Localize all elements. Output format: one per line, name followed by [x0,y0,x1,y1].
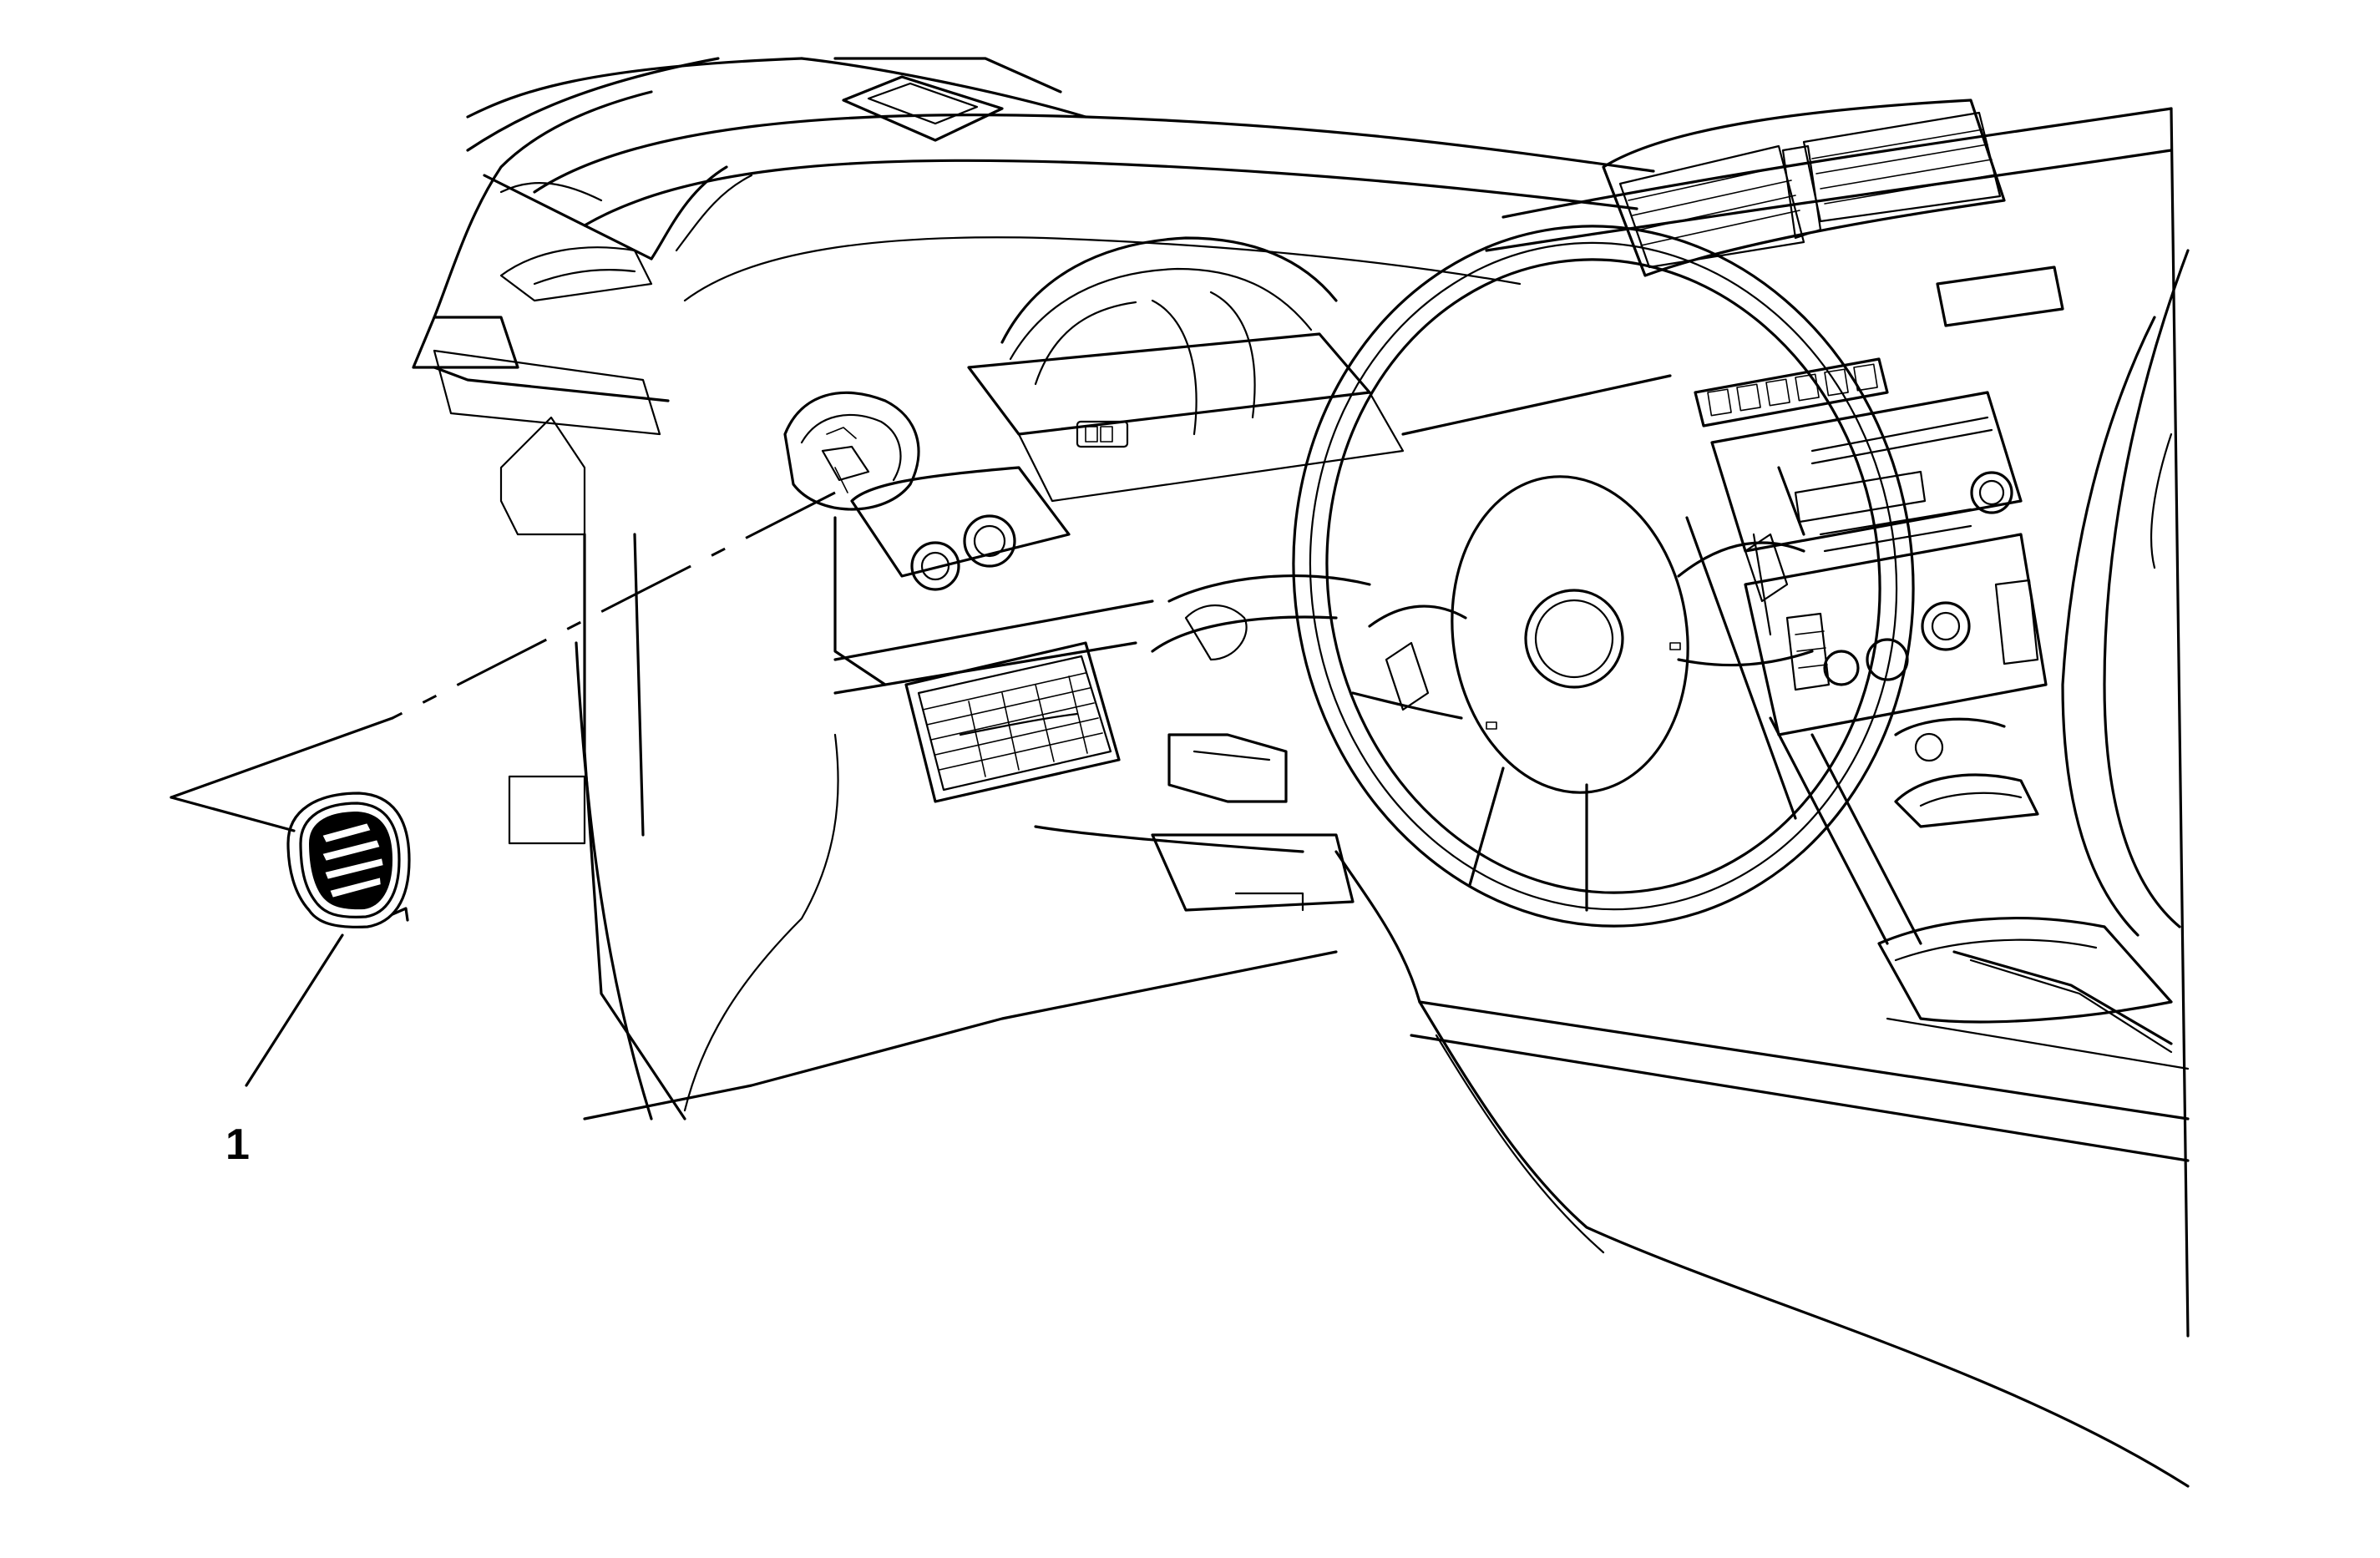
dash-top-left [466,57,753,261]
lower-dash-console [833,249,2190,1488]
callout-1-label: 1 [225,1120,250,1169]
headlamp-switch-area [833,466,1071,686]
instrument-panel-upper [412,57,1655,1120]
right-of-wheel-details [1752,466,1805,636]
leader-lines [170,491,836,1087]
instrument-cluster [967,236,1405,503]
left-center-air-vent [904,641,1121,803]
steering-wheel [1151,225,1915,928]
vent-opening [783,391,920,511]
removed-air-vent [286,792,411,928]
center-stack [1485,99,2190,1338]
